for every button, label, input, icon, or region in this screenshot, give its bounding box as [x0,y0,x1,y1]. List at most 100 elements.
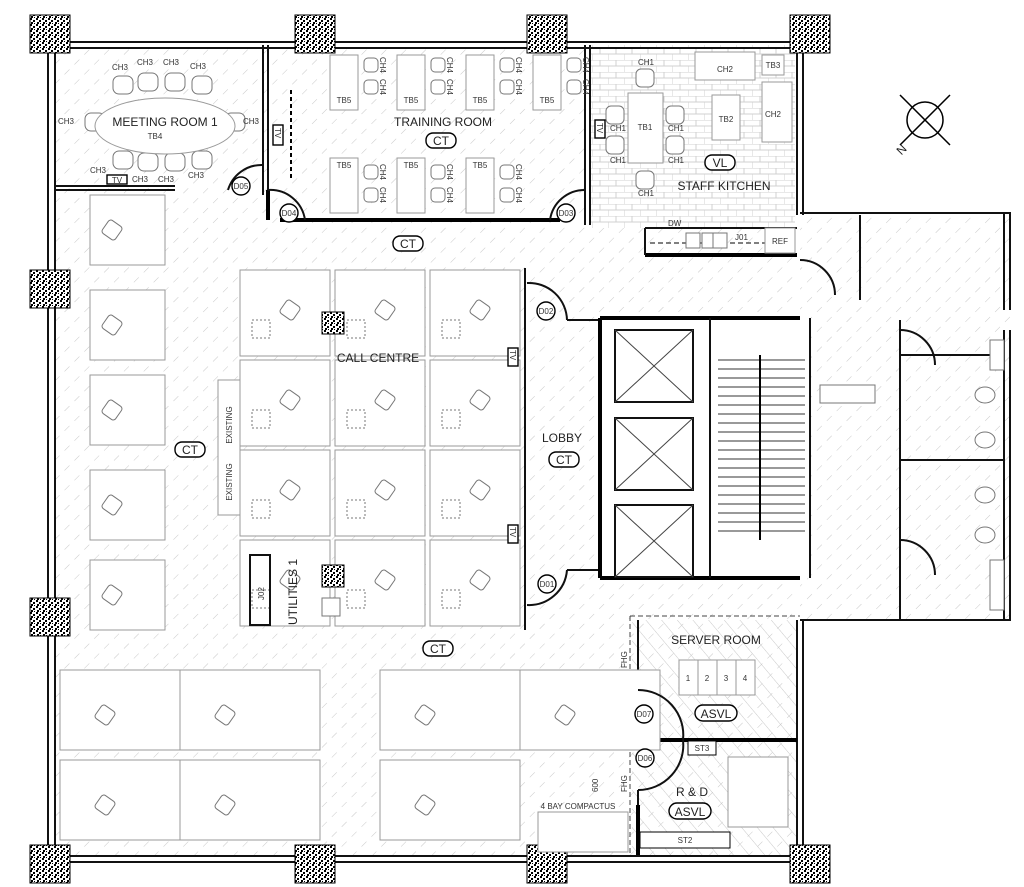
chair [499,164,515,180]
desk [532,54,562,111]
finish-tag-ct: CT [425,132,457,149]
door-tag-d01[interactable]: D01 [537,574,557,594]
column [789,844,831,884]
chair [635,68,655,88]
chair-label: CH3 [112,63,129,72]
svg-text:N: N [894,142,910,158]
chair-label: CH1 [638,189,655,198]
chair [499,79,515,95]
table-label: TB5 [337,96,352,105]
chair-label: CH4 [445,79,454,96]
chair [566,79,582,95]
chair [112,150,134,170]
chair-label: CH1 [610,124,627,133]
chair [363,187,379,203]
training-room: TRAINING ROOM TV [272,90,492,178]
joinery-label: J01 [735,233,748,242]
chair [430,79,446,95]
chair [101,219,123,241]
chair-label: CH4 [378,57,387,74]
door-tag-label: D07 [637,710,652,719]
door-tag-d02[interactable]: D02 [536,301,556,321]
fridge-label: REF [772,237,788,246]
chair-label: CH4 [581,57,590,74]
finish-label: CT [430,642,447,656]
column [29,844,71,884]
server-rack-label: 2 [705,674,710,683]
chair-label: CH3 [132,175,149,184]
chair-label: CH4 [378,187,387,204]
finish-tag-vl: VL [704,154,736,171]
table-label: TB2 [719,115,734,124]
chair-label: CH1 [668,156,685,165]
interior-walls [55,45,1004,855]
chair-label: CH1 [610,156,627,165]
existing-label: EXISTING [225,463,234,500]
pedestal [346,319,366,339]
desk [89,289,166,361]
chair [665,105,685,125]
chair-label: CH4 [378,164,387,181]
chair [374,389,396,411]
tv-label: TV [112,176,123,185]
chair [101,584,123,606]
chair [279,569,301,591]
chair [363,79,379,95]
chair [469,389,491,411]
staff-kitchen: TB1 TB2 CH2 TB3 CH2 CH1 CH1 CH1 CH1 CH1 … [594,51,796,254]
chair-label: CH4 [581,79,590,96]
chair [430,187,446,203]
finish-tag-ct: CT [422,640,454,657]
door-tag-label: D03 [559,209,574,218]
column [526,14,568,54]
chair [94,794,116,816]
finish-label: CT [182,443,199,457]
dishwasher-label: DW [668,219,682,228]
door-tag-d03[interactable]: D03 [556,203,576,223]
chair [665,135,685,155]
chair-label: CH4 [378,79,387,96]
utilities: J02 UTILITIES 1 [249,554,341,626]
finish-tag-ct: CT [392,235,424,252]
chair [554,704,576,726]
room-label-meeting: MEETING ROOM 1 [112,115,218,129]
chair [112,75,134,95]
finish-label: CT [556,453,573,467]
meeting-room: MEETING ROOM 1 TB4 CH3 CH3 CH3 CH3 CH3 C… [58,58,260,185]
desk [179,669,321,751]
pedestal [251,409,271,429]
chair [469,299,491,321]
door-tag-label: D02 [539,307,554,316]
chair [430,164,446,180]
server-rack-label: 3 [724,674,729,683]
tv-label: TV [595,123,604,134]
storage-label: ST3 [695,744,710,753]
desk [179,759,321,841]
finish-label: ASVL [675,805,706,819]
chair-label: CH3 [137,58,154,67]
finish-label: CT [433,134,450,148]
sofa-label: CH2 [765,110,782,119]
storage-label: ST2 [678,836,693,845]
tv-label: TV [508,350,517,361]
fire-hose-label: FHG [620,651,629,668]
chair [137,152,159,172]
chair [363,57,379,73]
pedestal [346,409,366,429]
chair [191,75,213,95]
door-tag-d07[interactable]: D07 [634,704,654,724]
pedestal [251,499,271,519]
chair-label: CH4 [445,164,454,181]
door-tag-label: D01 [540,580,555,589]
chair-label: CH4 [514,57,523,74]
chair [214,794,236,816]
chair [414,794,436,816]
door-tag-d06[interactable]: D06 [635,748,655,768]
chair [101,494,123,516]
door-tag-d04[interactable]: D04 [279,203,299,223]
server-rack-label: 4 [743,674,748,683]
door-tag-d05[interactable]: D05 [231,176,251,196]
